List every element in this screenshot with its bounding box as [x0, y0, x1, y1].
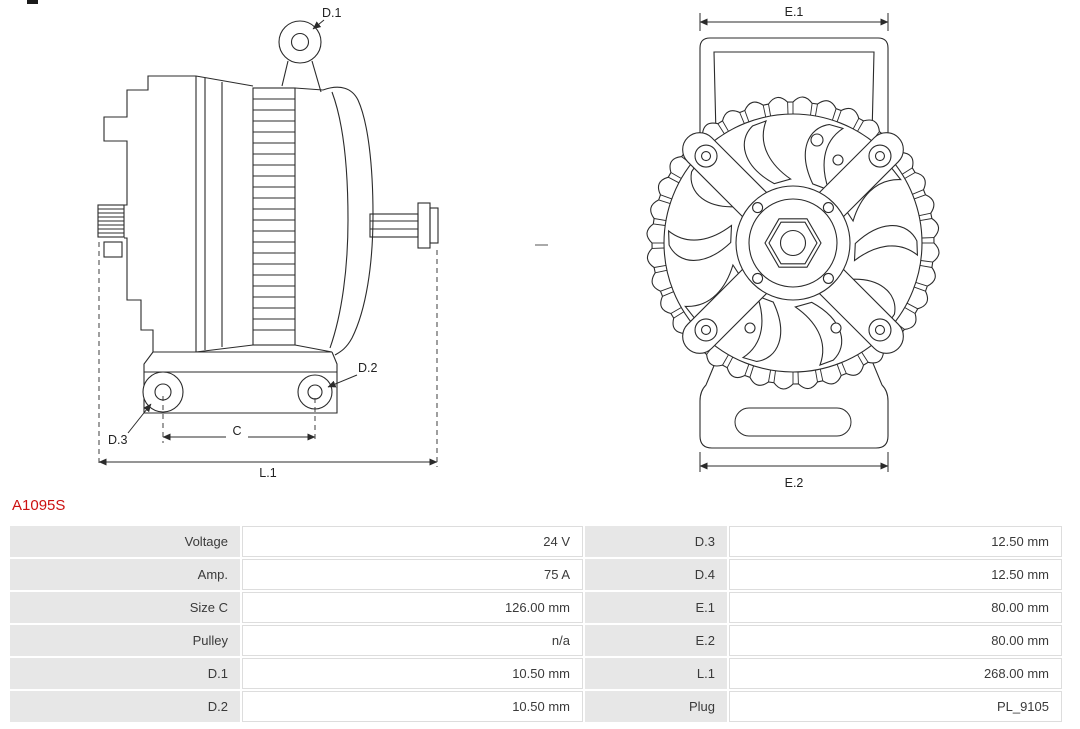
spec-label: Voltage: [10, 526, 240, 557]
alternator-front-view: [646, 37, 940, 449]
dim-label-d2: D.2: [358, 361, 378, 375]
spec-table: Voltage 24 V D.3 12.50 mm Amp. 75 A D.4 …: [10, 526, 1062, 722]
dim-label-e1: E.1: [785, 5, 804, 19]
dim-leader-d3: [127, 403, 152, 434]
spec-value: 24 V: [242, 526, 583, 557]
spec-label: D.1: [10, 658, 240, 689]
spec-label: Amp.: [10, 559, 240, 590]
spec-label: D.2: [10, 691, 240, 722]
dim-label-l1: L.1: [259, 466, 276, 480]
spec-value: 10.50 mm: [242, 691, 583, 722]
spec-value: PL_9105: [729, 691, 1062, 722]
spec-value: 80.00 mm: [729, 592, 1062, 623]
bolt-holes: [744, 133, 844, 334]
alternator-side-view: [97, 20, 439, 414]
spec-value: 126.00 mm: [242, 592, 583, 623]
part-number: A1095S: [12, 497, 66, 514]
bottom-bracket-slot: [734, 407, 852, 437]
shaft-end: [779, 229, 807, 257]
dim-leader-d1: [312, 19, 325, 30]
hub: [735, 185, 851, 301]
ribbed-stack: [252, 87, 296, 346]
table-row: D.2 10.50 mm Plug PL_9105: [10, 691, 1062, 722]
dim-label-d3: D.3: [108, 433, 128, 447]
spec-value: 10.50 mm: [242, 658, 583, 689]
spec-value: 12.50 mm: [729, 526, 1062, 557]
spec-value: 12.50 mm: [729, 559, 1062, 590]
spec-label: E.1: [585, 592, 727, 623]
spec-label: D.4: [585, 559, 727, 590]
cropped-text-artifact: [27, 0, 38, 4]
spec-label: L.1: [585, 658, 727, 689]
dim-label-e2: E.2: [785, 476, 804, 490]
spec-label: Pulley: [10, 625, 240, 656]
table-row: Size C 126.00 mm E.1 80.00 mm: [10, 592, 1062, 623]
spec-value: 80.00 mm: [729, 625, 1062, 656]
table-row: Amp. 75 A D.4 12.50 mm: [10, 559, 1062, 590]
rear-housing: [97, 75, 254, 353]
spec-label: E.2: [585, 625, 727, 656]
shaft: [369, 202, 439, 249]
table-row: Voltage 24 V D.3 12.50 mm: [10, 526, 1062, 557]
spec-label: D.3: [585, 526, 727, 557]
dim-leader-d2: [327, 374, 358, 388]
bottom-bracket: [699, 355, 889, 449]
spec-label: Plug: [585, 691, 727, 722]
spec-value: n/a: [242, 625, 583, 656]
x-brace-arms: [682, 132, 904, 354]
dim-label-c: C: [232, 424, 241, 438]
table-row: D.1 10.50 mm L.1 268.00 mm: [10, 658, 1062, 689]
spec-value: 268.00 mm: [729, 658, 1062, 689]
mounting-eye: [278, 20, 322, 93]
connector-rib-lines: [98, 208, 124, 234]
spec-label: Size C: [10, 592, 240, 623]
table-row: Pulley n/a E.2 80.00 mm: [10, 625, 1062, 656]
spec-value: 75 A: [242, 559, 583, 590]
technical-drawing: D.1 D.2 D.3 C L.1: [97, 5, 940, 490]
front-housing: [153, 86, 374, 356]
dim-label-d1: D.1: [322, 6, 342, 20]
front-view-dimensions: [699, 13, 889, 472]
mounting-lugs: [142, 351, 338, 414]
side-view-dimensions: [98, 19, 438, 467]
